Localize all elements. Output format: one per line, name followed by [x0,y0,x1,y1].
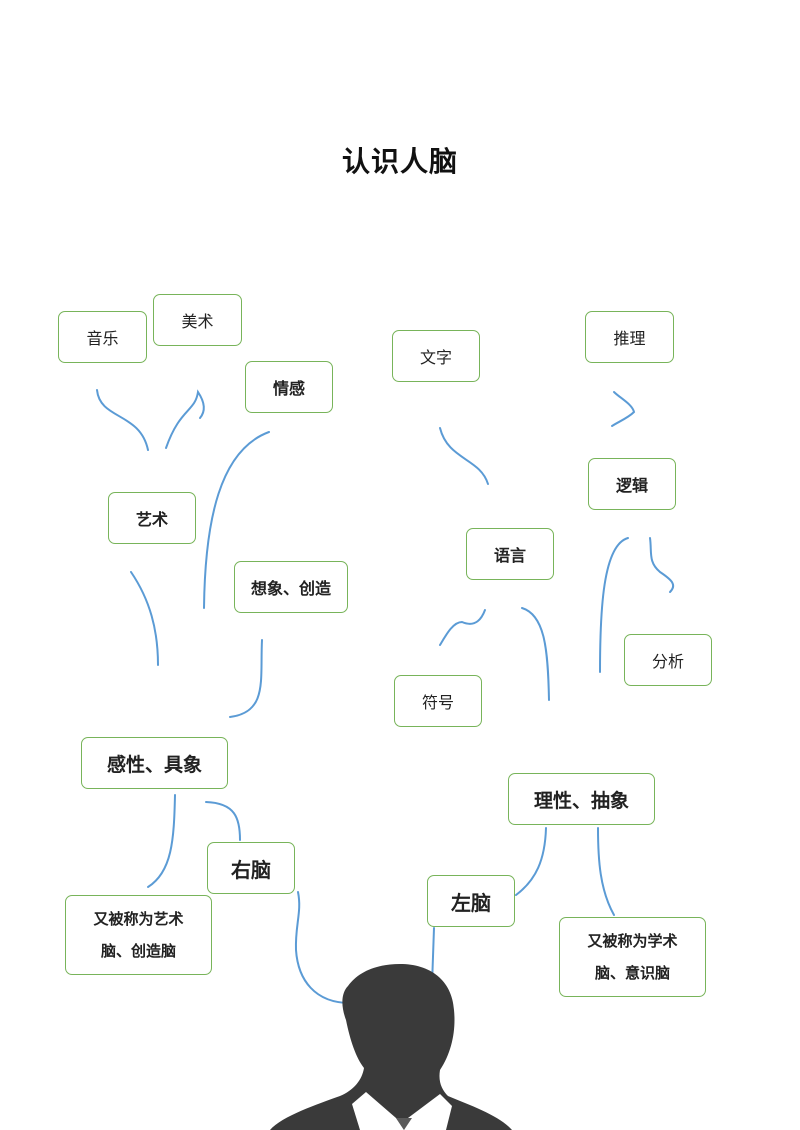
node-emotion: 情感 [245,361,333,413]
node-text: 文字 [392,330,480,382]
node-right-alias: 又被称为艺术脑、创造脑 [65,895,212,975]
link-art-music [96,389,149,451]
link-lang-symbol [439,609,486,646]
link-art-fineart [165,389,205,449]
node-fine-art: 美术 [153,294,242,346]
link-logic-analysis [649,537,675,593]
node-symbol: 符号 [394,675,482,727]
right-alias-text: 又被称为艺术脑、创造脑 [93,910,184,960]
node-left-brain: 左脑 [427,875,515,927]
node-right-trait: 感性、具象 [81,737,228,789]
node-imagination: 想象、创造 [234,561,348,613]
node-reasoning: 推理 [585,311,674,363]
node-language: 语言 [466,528,554,580]
link-feel-alias [147,794,176,888]
link-reason-lang [521,607,550,701]
link-head-right [294,891,351,1004]
node-right-brain: 右脑 [207,842,295,894]
link-right-feel [205,801,241,841]
link-left-reason [515,827,547,896]
link-logic-reasoning [611,391,636,427]
link-feel-emotion [203,431,270,609]
link-feel-art [130,571,159,666]
node-music: 音乐 [58,311,147,363]
page-title: 认识人脑 [341,145,458,178]
node-analysis: 分析 [624,634,712,686]
node-left-alias: 又被称为学术脑、意识脑 [559,917,706,997]
link-lang-text [439,427,489,485]
node-art: 艺术 [108,492,196,544]
link-reason-logic [599,537,629,673]
node-logic: 逻辑 [588,458,676,510]
node-left-trait: 理性、抽象 [508,773,655,825]
link-feel-imagination [229,639,263,718]
link-reason-alias [597,827,615,916]
left-alias-text: 又被称为学术脑、意识脑 [587,932,678,982]
